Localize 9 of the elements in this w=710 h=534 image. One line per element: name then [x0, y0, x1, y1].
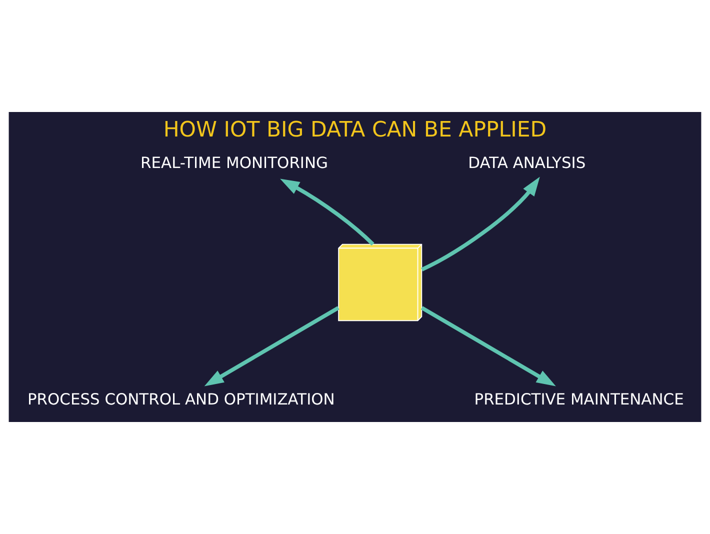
- node-text: REAL-TIME MONITORING: [140, 154, 328, 172]
- node-text: PREDICTIVE MAINTENANCE: [474, 390, 684, 408]
- arrow: [204, 306, 340, 386]
- diagram-title: HOW IOT BIG DATA CAN BE APPLIED: [163, 118, 547, 143]
- node-text: PROCESS CONTROL AND OPTIMIZATION: [27, 390, 335, 408]
- arrow: [421, 176, 540, 272]
- node-text: DATA ANALYSIS: [468, 154, 586, 172]
- arrow: [420, 306, 556, 386]
- arrow: [280, 178, 374, 246]
